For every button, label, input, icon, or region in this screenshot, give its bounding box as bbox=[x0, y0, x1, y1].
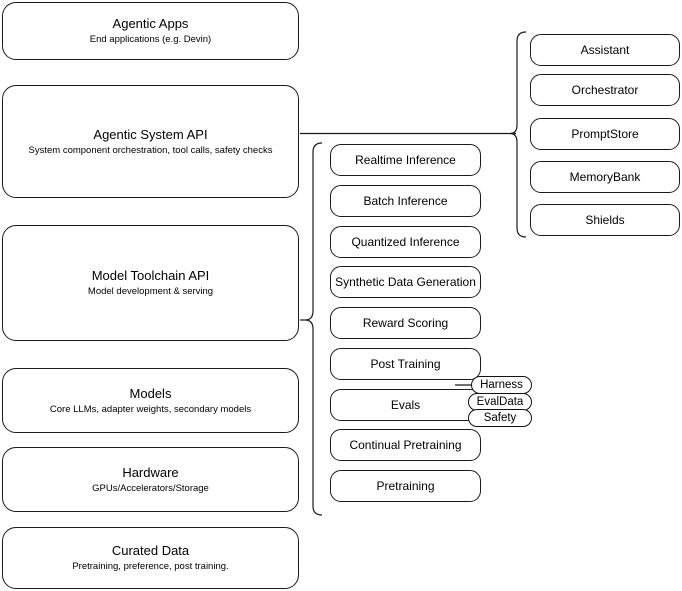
layer-models[interactable]: Models Core LLMs, adapter weights, secon… bbox=[2, 368, 299, 433]
layer-curated-data[interactable]: Curated Data Pretraining, preference, po… bbox=[2, 527, 299, 589]
brace-toolchain-capabilities bbox=[304, 142, 323, 516]
capability-label: Reward Scoring bbox=[362, 316, 449, 330]
component-shields[interactable]: Shields bbox=[530, 204, 680, 236]
capability-reward-scoring[interactable]: Reward Scoring bbox=[330, 307, 481, 339]
evals-tag-label: Harness bbox=[480, 379, 523, 391]
layer-title: Agentic System API bbox=[93, 126, 208, 142]
component-promptstore[interactable]: PromptStore bbox=[530, 118, 680, 150]
layer-subtitle: System component orchestration, tool cal… bbox=[28, 144, 273, 156]
capability-label: Continual Pretraining bbox=[349, 438, 462, 452]
capability-label: Synthetic Data Generation bbox=[335, 275, 476, 289]
evals-tag-safety[interactable]: Safety bbox=[468, 409, 532, 427]
layer-hardware[interactable]: Hardware GPUs/Accelerators/Storage bbox=[2, 447, 299, 512]
capability-label: Quantized Inference bbox=[351, 235, 460, 249]
capability-post-training[interactable]: Post Training bbox=[330, 348, 481, 380]
layer-subtitle: GPUs/Accelerators/Storage bbox=[92, 482, 209, 494]
component-label: Orchestrator bbox=[571, 83, 639, 97]
capability-label: Post Training bbox=[370, 357, 441, 371]
capability-evals[interactable]: Evals bbox=[330, 389, 481, 421]
evals-tag-harness[interactable]: Harness bbox=[471, 376, 532, 394]
component-label: Assistant bbox=[580, 43, 630, 57]
component-label: MemoryBank bbox=[569, 170, 641, 184]
capability-label: Batch Inference bbox=[363, 194, 448, 208]
capability-continual-pretraining[interactable]: Continual Pretraining bbox=[330, 429, 481, 461]
layer-title: Models bbox=[129, 385, 172, 401]
capability-pretraining[interactable]: Pretraining bbox=[330, 470, 481, 502]
layer-model-toolchain-api[interactable]: Model Toolchain API Model development & … bbox=[2, 225, 299, 341]
capability-batch-inference[interactable]: Batch Inference bbox=[330, 185, 481, 217]
evals-tag-label: EvalData bbox=[476, 396, 524, 408]
component-label: Shields bbox=[585, 213, 625, 227]
component-assistant[interactable]: Assistant bbox=[530, 34, 680, 66]
layer-title: Hardware bbox=[122, 464, 179, 480]
layer-title: Model Toolchain API bbox=[91, 268, 210, 283]
component-memorybank[interactable]: MemoryBank bbox=[530, 161, 680, 193]
capability-quantized-inference[interactable]: Quantized Inference bbox=[330, 226, 481, 258]
layer-title: Agentic Apps bbox=[112, 16, 189, 31]
layer-subtitle: Pretraining, preference, post training. bbox=[72, 561, 229, 572]
capability-realtime-inference[interactable]: Realtime Inference bbox=[330, 144, 481, 176]
capability-synthetic-data-generation[interactable]: Synthetic Data Generation bbox=[330, 266, 481, 298]
layer-subtitle: End applications (e.g. Devin) bbox=[89, 34, 212, 45]
brace-system-components bbox=[509, 31, 527, 238]
layer-title: Curated Data bbox=[111, 543, 190, 558]
capability-label: Pretraining bbox=[376, 479, 435, 493]
capability-label: Realtime Inference bbox=[355, 153, 456, 167]
layer-subtitle: Model development & serving bbox=[87, 286, 214, 297]
evals-tag-label: Safety bbox=[483, 412, 517, 424]
component-label: PromptStore bbox=[571, 127, 639, 141]
layer-subtitle: Core LLMs, adapter weights, secondary mo… bbox=[49, 403, 252, 415]
layer-agentic-apps[interactable]: Agentic Apps End applications (e.g. Devi… bbox=[2, 2, 299, 60]
layer-agentic-system-api[interactable]: Agentic System API System component orch… bbox=[2, 85, 299, 198]
component-orchestrator[interactable]: Orchestrator bbox=[530, 74, 680, 106]
capability-label: Evals bbox=[390, 398, 421, 412]
